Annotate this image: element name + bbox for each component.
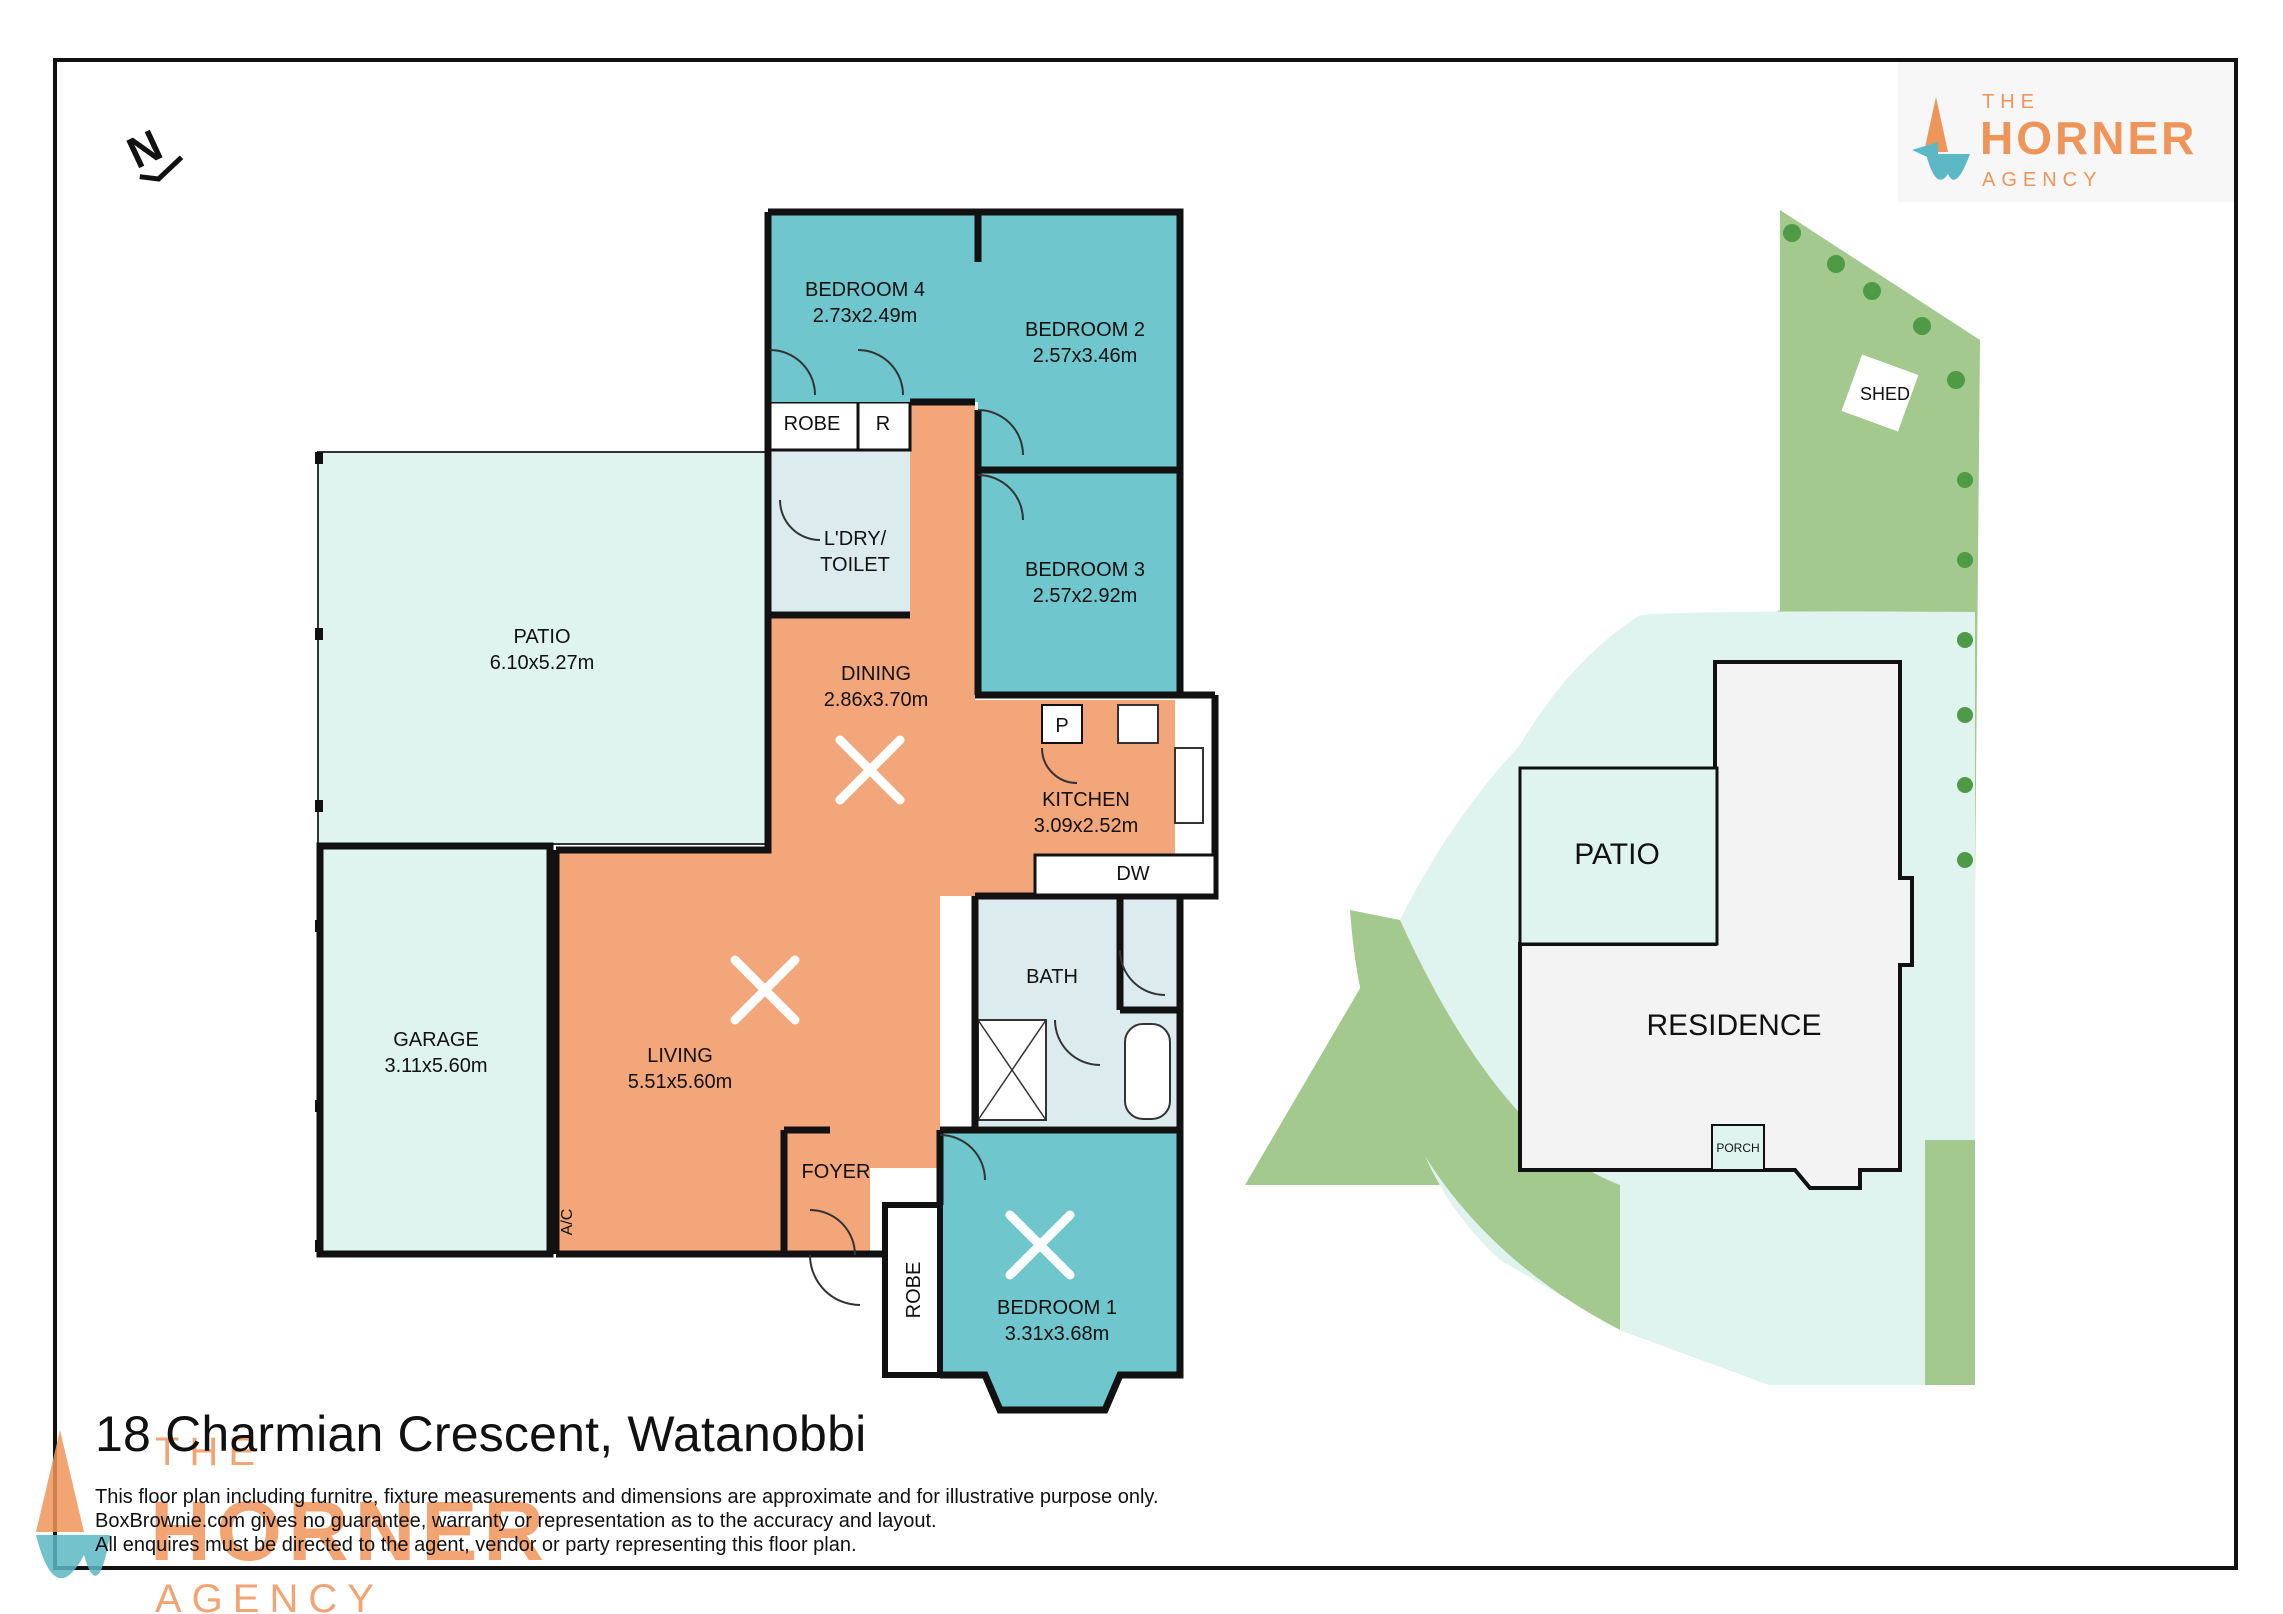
disclaimer-line: This floor plan including furnitre, fixt… — [95, 1486, 1159, 1508]
svg-text:THE: THE — [1982, 91, 2040, 113]
room-garage — [316, 842, 554, 1258]
pantry-label: P — [1055, 715, 1068, 737]
patio-posts — [315, 452, 323, 1252]
svg-text:AGENCY: AGENCY — [155, 1577, 384, 1614]
bedroom1-size: 3.31x3.68m — [1005, 1323, 1110, 1345]
living-size: 5.51x5.60m — [628, 1071, 733, 1093]
bedroom1-name: BEDROOM 1 — [997, 1297, 1117, 1319]
laundry-line2: TOILET — [820, 554, 890, 576]
porch-label: PORCH — [1716, 1141, 1759, 1155]
site-plan: SHED PATIO RESIDENCE PORCH — [1245, 210, 1980, 1385]
agency-logo-bottom: THE HORNER AGENCY — [36, 1430, 550, 1614]
shed-label: SHED — [1860, 384, 1910, 404]
robe-top-label: ROBE — [784, 413, 841, 435]
svg-text:HORNER: HORNER — [150, 1484, 550, 1578]
bedroom2-name: BEDROOM 2 — [1025, 319, 1145, 341]
room-bedroom3 — [978, 470, 1180, 695]
sink-icon — [1174, 747, 1204, 824]
page-frame — [53, 58, 2238, 1570]
garage-name: GARAGE — [393, 1029, 479, 1051]
dining-name: DINING — [841, 663, 911, 685]
kitchen-size: 3.09x2.52m — [1034, 815, 1139, 837]
property-address: 18 Charmian Crescent, Watanobbi — [95, 1406, 867, 1462]
room-kitchen-floor — [975, 700, 1175, 896]
kitchen-name: KITCHEN — [1042, 789, 1130, 811]
cooktop-icon — [1117, 704, 1159, 744]
disclaimer-line: BoxBrownie.com gives no guarantee, warra… — [95, 1510, 937, 1532]
agency-logo-top: THE HORNER AGENCY — [1898, 62, 2234, 202]
dishwasher-label: DW — [1116, 863, 1149, 885]
svg-text:AGENCY: AGENCY — [1982, 169, 2102, 191]
laundry-line1: L'DRY/ — [824, 528, 887, 550]
shed — [1841, 354, 1919, 432]
room-patio — [317, 451, 769, 845]
bath-label: BATH — [1026, 966, 1078, 988]
residence-label: RESIDENCE — [1646, 1009, 1821, 1042]
bedroom3-name: BEDROOM 3 — [1025, 559, 1145, 581]
aircon-label: A/C — [559, 1209, 576, 1236]
walls — [552, 208, 1219, 1414]
robe-bedroom1 — [882, 1202, 943, 1378]
living-name: LIVING — [647, 1045, 713, 1067]
dishwasher-bench — [1033, 853, 1217, 897]
ceiling-fan-icon — [730, 735, 1075, 1280]
svg-text:THE: THE — [155, 1430, 265, 1474]
porch — [1711, 1124, 1765, 1171]
pantry — [1041, 704, 1083, 744]
north-compass-icon: N — [120, 121, 184, 182]
room-laundry — [770, 450, 910, 615]
patio-size: 6.10x5.27m — [490, 652, 595, 674]
robe-r-label: R — [876, 413, 890, 435]
shrub-icons — [1783, 224, 1973, 868]
dining-size: 2.86x3.70m — [824, 689, 929, 711]
bedroom2-size: 2.57x3.46m — [1033, 345, 1138, 367]
disclaimer: This floor plan including furnitre, fixt… — [95, 1485, 1159, 1557]
disclaimer-line: All enquires must be directed to the age… — [95, 1534, 857, 1556]
room-bedroom2 — [978, 212, 1180, 470]
bedroom4-size: 2.73x2.49m — [813, 305, 918, 327]
bedroom3-size: 2.57x2.92m — [1033, 585, 1138, 607]
bathtub — [1124, 1023, 1171, 1120]
foyer-label: FOYER — [802, 1161, 871, 1183]
house-floorplan: BEDROOM 4 2.73x2.49m BEDROOM 2 2.57x3.46… — [315, 208, 1219, 1414]
robe-top — [768, 400, 912, 452]
robe-bed1-label: ROBE — [903, 1262, 925, 1319]
room-bedroom4 — [768, 212, 978, 402]
svg-text:HORNER: HORNER — [1980, 112, 2197, 164]
door-swings — [769, 349, 1166, 1306]
site-patio-label: PATIO — [1574, 838, 1660, 871]
patio-name: PATIO — [513, 626, 570, 648]
bedroom4-name: BEDROOM 4 — [805, 279, 925, 301]
svg-text:N: N — [120, 121, 170, 179]
site-patio — [1518, 766, 1719, 946]
garage-size: 3.11x5.60m — [384, 1055, 487, 1077]
